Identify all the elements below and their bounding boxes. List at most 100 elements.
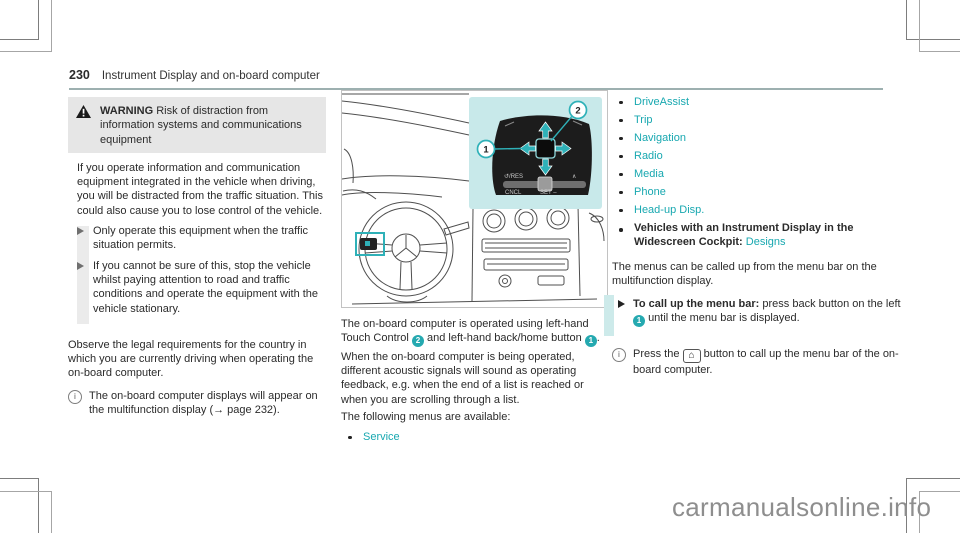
info-note-text: Press the ⌂ button to call up the menu b… — [633, 347, 908, 378]
crop-mark — [906, 0, 960, 40]
warning-bullet-item: If you cannot be sure of this, stop the … — [77, 259, 326, 316]
triangle-bullet-icon — [77, 261, 84, 270]
watermark: carmanualsonline.info — [672, 492, 932, 522]
warning-bullet-item: Only operate this equipment when the tra… — [77, 224, 326, 253]
menu-link-media[interactable]: Media — [634, 168, 664, 180]
bullet-dot — [619, 154, 623, 158]
set-button-label: SET – — [540, 190, 557, 196]
warning-title: WARNING Risk of distraction from informa… — [100, 104, 318, 147]
dashboard-illustration: ↺/RES ∧ CNCL SET – 2 1 — [341, 90, 608, 308]
instruction-body: press back button on the left — [762, 298, 901, 311]
acoustic-feedback-paragraph: When the on-board computer is being oper… — [341, 350, 584, 406]
info-note-text: The on-board computer displays will appe… — [89, 389, 318, 417]
callout-2-number: 2 — [575, 106, 580, 117]
instruction-body: until the menu bar is displayed. — [648, 312, 800, 325]
list-item: Service — [341, 428, 608, 446]
info-text: button to call up the menu bar of the on… — [633, 347, 899, 377]
warning-body: If you operate information and communica… — [77, 161, 323, 217]
page-number: 230 — [69, 68, 90, 82]
list-item: Vehicles with an Instrument Display in t… — [612, 219, 908, 252]
touch-control-inset: ↺/RES ∧ CNCL SET – 2 1 — [469, 97, 602, 209]
page-title: Instrument Display and on-board computer — [101, 70, 320, 82]
triangle-bullet-icon — [77, 227, 84, 236]
bullet-dot — [348, 435, 352, 440]
menu-link-navigation[interactable]: Navigation — [634, 132, 686, 144]
menu-link-trip[interactable]: Trip — [634, 114, 653, 126]
middle-text-block: The on-board computer is operated using … — [341, 317, 608, 446]
list-item: Navigation — [612, 129, 908, 147]
steering-wheel-drawing: ↺/RES ∧ CNCL SET – 2 1 — [341, 93, 605, 305]
widescreen-cockpit-label: Vehicles with an Instrument Display in t… — [634, 222, 854, 249]
crop-mark — [919, 491, 960, 533]
menu-link-driveassist[interactable]: DriveAssist — [634, 96, 690, 108]
instruction-heading: To call up the menu bar: — [633, 298, 760, 311]
paragraph-text: The on-board computer is operated using … — [341, 318, 589, 345]
warning-header: WARNING Risk of distraction from informa… — [68, 97, 326, 153]
warning-triangle-icon — [76, 105, 91, 147]
menu-link-radio[interactable]: Radio — [634, 150, 663, 162]
warning-bullet-text: If you cannot be sure of this, stop the … — [93, 259, 319, 315]
legal-requirements-paragraph: Observe the legal requirements for the c… — [68, 338, 314, 380]
callout-2-circle — [568, 100, 588, 120]
callout-1-number: 1 — [483, 145, 489, 156]
warning-title-text: Risk of distraction from information sys… — [100, 105, 302, 146]
warning-label: WARNING — [100, 105, 154, 117]
bullet-dot — [619, 172, 623, 176]
menu-list-middle: Service — [341, 428, 608, 446]
warning-box: WARNING Risk of distraction from informa… — [68, 97, 326, 328]
crop-mark — [0, 0, 39, 40]
warning-bullet-text: Only operate this equipment when the tra… — [93, 225, 309, 252]
bullet-dot — [619, 228, 623, 232]
paragraph-text: . — [596, 332, 600, 345]
designs-link[interactable]: Designs — [745, 236, 786, 249]
back-button-badge: 1 — [633, 314, 645, 327]
page-header: 230 Instrument Display and on-board compu… — [69, 66, 320, 84]
bullet-dot — [619, 190, 623, 194]
info-note: i The on-board computer displays will ap… — [68, 389, 326, 418]
bullet-dot — [619, 118, 623, 122]
lim-button-label: ∧ — [572, 174, 576, 180]
instruction-text: To call up the menu bar: press back butt… — [633, 297, 908, 327]
list-item: DriveAssist — [612, 93, 908, 111]
info-text: Press the — [633, 347, 680, 360]
info-note: i Press the ⌂ button to call up the menu… — [612, 347, 908, 378]
menus-available-paragraph: The following menus are available: — [341, 410, 511, 423]
bullet-dot — [619, 208, 623, 212]
left-column: WARNING Risk of distraction from informa… — [68, 97, 326, 417]
touch-control-highlight — [355, 232, 385, 256]
warning-bullet-list: Only operate this equipment when the tra… — [68, 224, 326, 328]
crop-mark — [0, 491, 52, 533]
touchpad — [535, 138, 556, 159]
list-item: Media — [612, 165, 908, 183]
menu-link-service[interactable]: Service — [363, 431, 400, 444]
paragraph-text: and left-hand back/home button — [427, 332, 582, 345]
res-button-label: ↺/RES — [504, 173, 523, 180]
home-button-icon: ⌂ — [682, 348, 701, 364]
back-home-badge: 1 — [584, 334, 597, 347]
menu-list-right: DriveAssist Trip Navigation Radio Media … — [612, 93, 908, 252]
crop-mark — [0, 478, 39, 533]
crop-mark — [906, 478, 960, 533]
touch-control-badge: 2 — [411, 334, 424, 347]
middle-column: ↺/RES ∧ CNCL SET – 2 1 The on-board comp… — [341, 90, 608, 446]
menu-bar-paragraph: The menus can be called up from the menu… — [612, 260, 877, 287]
crop-mark — [919, 0, 960, 52]
list-item: Phone — [612, 183, 908, 201]
instruction-accent-bar — [604, 295, 614, 336]
callout-1-circle — [476, 139, 496, 159]
list-item: Head-up Disp. — [612, 201, 908, 219]
triangle-bullet-icon — [618, 300, 625, 309]
menu-link-headup[interactable]: Head-up Disp. — [634, 204, 705, 216]
instruction-block: To call up the menu bar: press back butt… — [604, 295, 908, 336]
right-column: DriveAssist Trip Navigation Radio Media … — [604, 93, 908, 378]
cncl-button-label: CNCL — [505, 190, 522, 196]
menu-link-phone[interactable]: Phone — [634, 186, 666, 198]
list-item: Trip — [612, 111, 908, 129]
crop-mark — [0, 0, 52, 52]
bullet-dot — [619, 100, 623, 104]
info-icon: i — [612, 347, 626, 362]
onboard-operation-paragraph: The on-board computer is operated using … — [341, 317, 608, 347]
bullet-dot — [619, 136, 623, 140]
info-icon: i — [68, 389, 82, 404]
